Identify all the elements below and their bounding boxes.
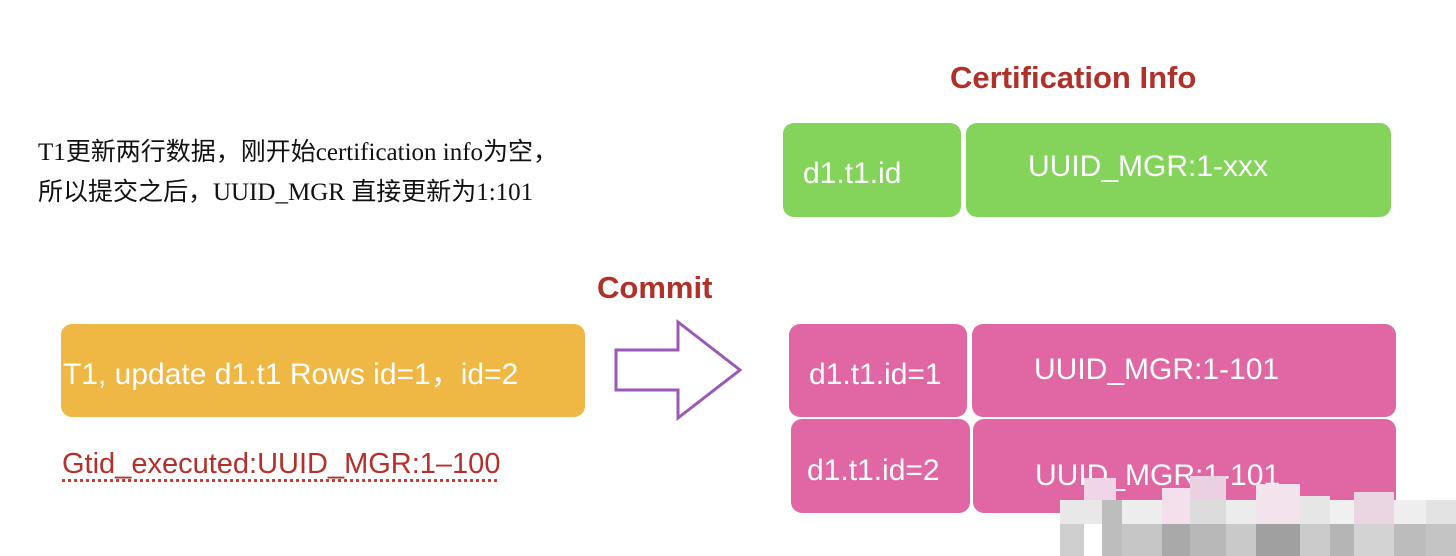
certification-key-label: d1.t1.id xyxy=(803,157,902,190)
row-2-value-label: UUID_MGR:1-101 xyxy=(1035,459,1281,492)
row-1-value-box: UUID_MGR:1-101 xyxy=(972,324,1396,417)
certification-value-label: UUID_MGR:1-xxx xyxy=(1028,150,1269,183)
description-text: T1更新两行数据，刚开始certification info为空， 所以提交之后… xyxy=(38,133,678,213)
row-2-key-box: d1.t1.id=2 xyxy=(791,419,970,513)
watermark-mosaic xyxy=(1060,470,1456,556)
row-1-key-box: d1.t1.id=1 xyxy=(789,324,967,417)
commit-arrow-icon xyxy=(614,318,743,422)
transaction-text: T1, update d1.t1 Rows id=1，id=2 xyxy=(63,357,519,391)
certification-info-title: Certification Info xyxy=(950,60,1197,95)
row-2-key-label: d1.t1.id=2 xyxy=(807,454,940,487)
description-line-2: 所以提交之后，UUID_MGR 直接更新为1:101 xyxy=(38,179,534,206)
certification-value-box: UUID_MGR:1-xxx xyxy=(966,123,1391,217)
certification-key-box: d1.t1.id xyxy=(783,123,961,217)
row-1-key-label: d1.t1.id=1 xyxy=(809,357,942,391)
description-line-1: T1更新两行数据，刚开始certification info为空， xyxy=(38,139,559,166)
commit-label: Commit xyxy=(597,270,713,305)
row-1-value-label: UUID_MGR:1-101 xyxy=(1034,352,1280,386)
gtid-executed-text: Gtid_executed:UUID_MGR:1–100 xyxy=(62,448,501,480)
transaction-box: T1, update d1.t1 Rows id=1，id=2 xyxy=(61,324,585,417)
